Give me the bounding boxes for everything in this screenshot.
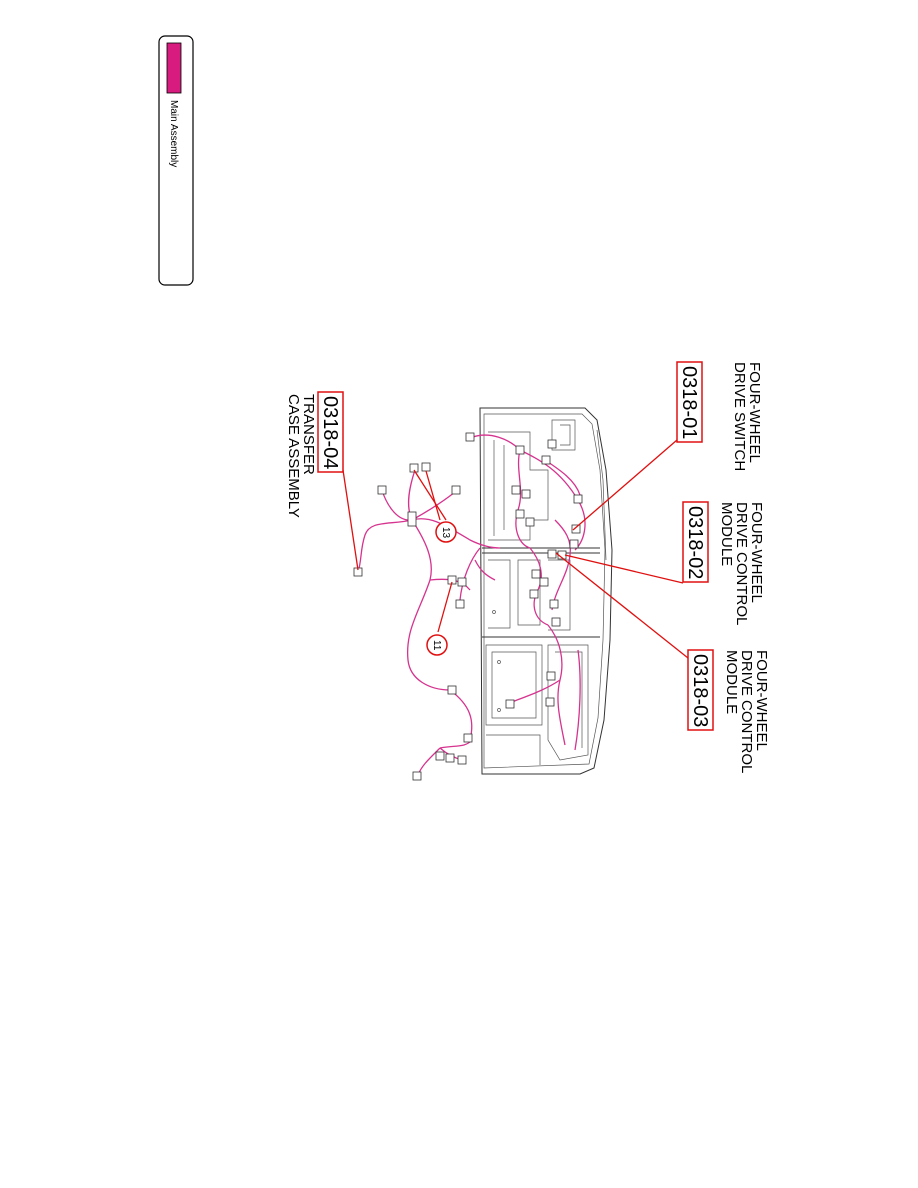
legend: Main Assembly	[158, 35, 194, 286]
callout-0318-03-box	[687, 649, 714, 731]
callout-0318-02-line3: MODULE	[718, 502, 735, 566]
callout-0318-03-code: 0318-03	[689, 654, 711, 727]
callout-0318-04: 0318-04 TRANSFER CASE ASSEMBLY	[285, 391, 344, 518]
legend-swatch	[166, 42, 182, 94]
callout-0318-02-box	[682, 501, 709, 583]
callout-0318-01-code: 0318-01	[678, 366, 700, 439]
bubble-11-label: 11	[431, 640, 442, 651]
callout-0318-01-line2: DRIVE SWITCH	[731, 362, 748, 471]
callout-0318-02-code: 0318-02	[684, 506, 706, 579]
legend-label: Main Assembly	[168, 100, 179, 167]
callout-0318-04-code: 0318-04	[319, 396, 341, 469]
callout-0318-03: FOUR-WHEEL DRIVE CONTROL MODULE 0318-03	[687, 649, 770, 773]
callout-0318-03-line3: MODULE	[723, 650, 740, 714]
vehicle-outline	[479, 407, 613, 775]
bubble-13-label: 13	[440, 527, 451, 539]
callout-0318-02-line1: FOUR-WHEEL	[748, 502, 765, 603]
callout-0318-03-line2: DRIVE CONTROL	[738, 650, 755, 773]
callout-0318-01-box	[676, 361, 703, 443]
callout-0318-01: FOUR-WHEEL DRIVE SWITCH 0318-01	[676, 361, 763, 471]
bubble-11: 11	[426, 634, 448, 656]
callout-0318-04-box	[317, 391, 344, 473]
callout-0318-03-line1: FOUR-WHEEL	[753, 650, 770, 751]
callout-0318-02: FOUR-WHEEL DRIVE CONTROL MODULE 0318-02	[682, 501, 765, 625]
callout-0318-02-line2: DRIVE CONTROL	[733, 502, 750, 625]
legend-frame	[158, 35, 194, 286]
callout-0318-01-line1: FOUR-WHEEL	[746, 362, 763, 463]
callout-0318-04-line1: TRANSFER	[300, 394, 317, 475]
bubble-13: 13	[435, 521, 457, 543]
connectors	[353, 432, 583, 781]
leader-lines	[342, 439, 689, 659]
callout-0318-04-line2: CASE ASSEMBLY	[285, 394, 302, 518]
